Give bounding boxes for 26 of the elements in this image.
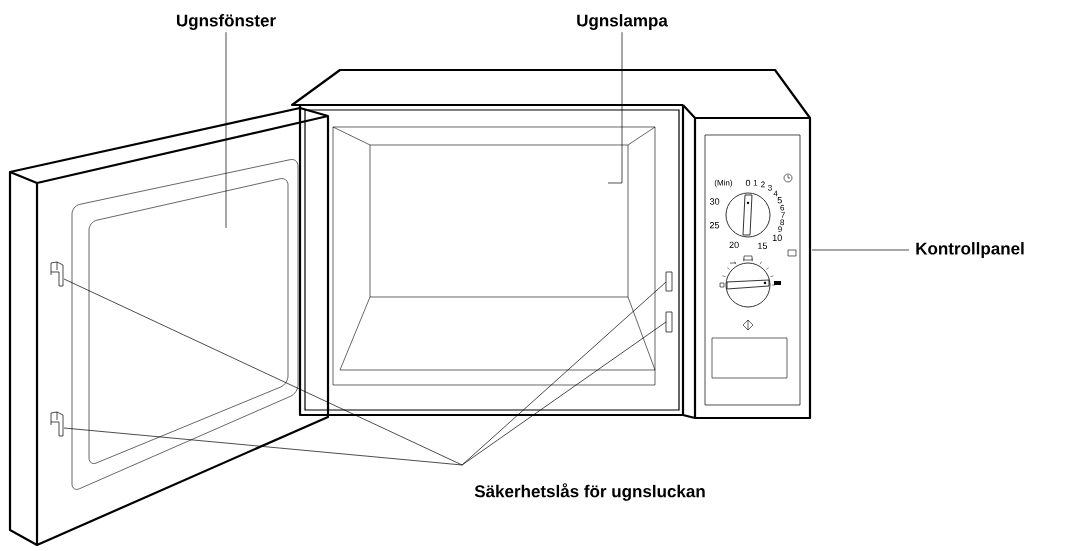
leader-line <box>811 249 910 251</box>
dial-number: 25 <box>709 222 720 229</box>
leader-line <box>63 427 463 466</box>
leader-line <box>63 278 463 466</box>
dial-number: 3 <box>768 184 772 191</box>
leader-line <box>461 321 667 466</box>
callout-label: Ugnslampa <box>577 14 668 30</box>
dial-number: 30 <box>709 198 720 205</box>
dial-number: 7 <box>781 212 785 218</box>
dial-number: 10 <box>772 234 782 241</box>
dial-number: 8 <box>780 219 785 226</box>
dial-number: 20 <box>729 241 739 249</box>
dial-number: 4 <box>773 190 778 197</box>
callout-label: Ugnsfönster <box>176 14 276 30</box>
dial-number: 6 <box>780 204 785 211</box>
callout-label: Kontrollpanel <box>916 242 1024 258</box>
callout-label: Säkerhetslås för ugnsluckan <box>474 483 705 501</box>
dial-number: 2 <box>761 181 765 188</box>
dial-number: (Min) <box>714 179 732 188</box>
leader-line <box>621 31 623 184</box>
dial-number: 15 <box>758 242 768 249</box>
dial-number: 5 <box>777 197 782 204</box>
dial-number: 0 <box>745 179 751 187</box>
dial-number: 9 <box>778 226 782 233</box>
leader-line <box>225 31 227 229</box>
dial-number: 1 <box>753 180 758 186</box>
